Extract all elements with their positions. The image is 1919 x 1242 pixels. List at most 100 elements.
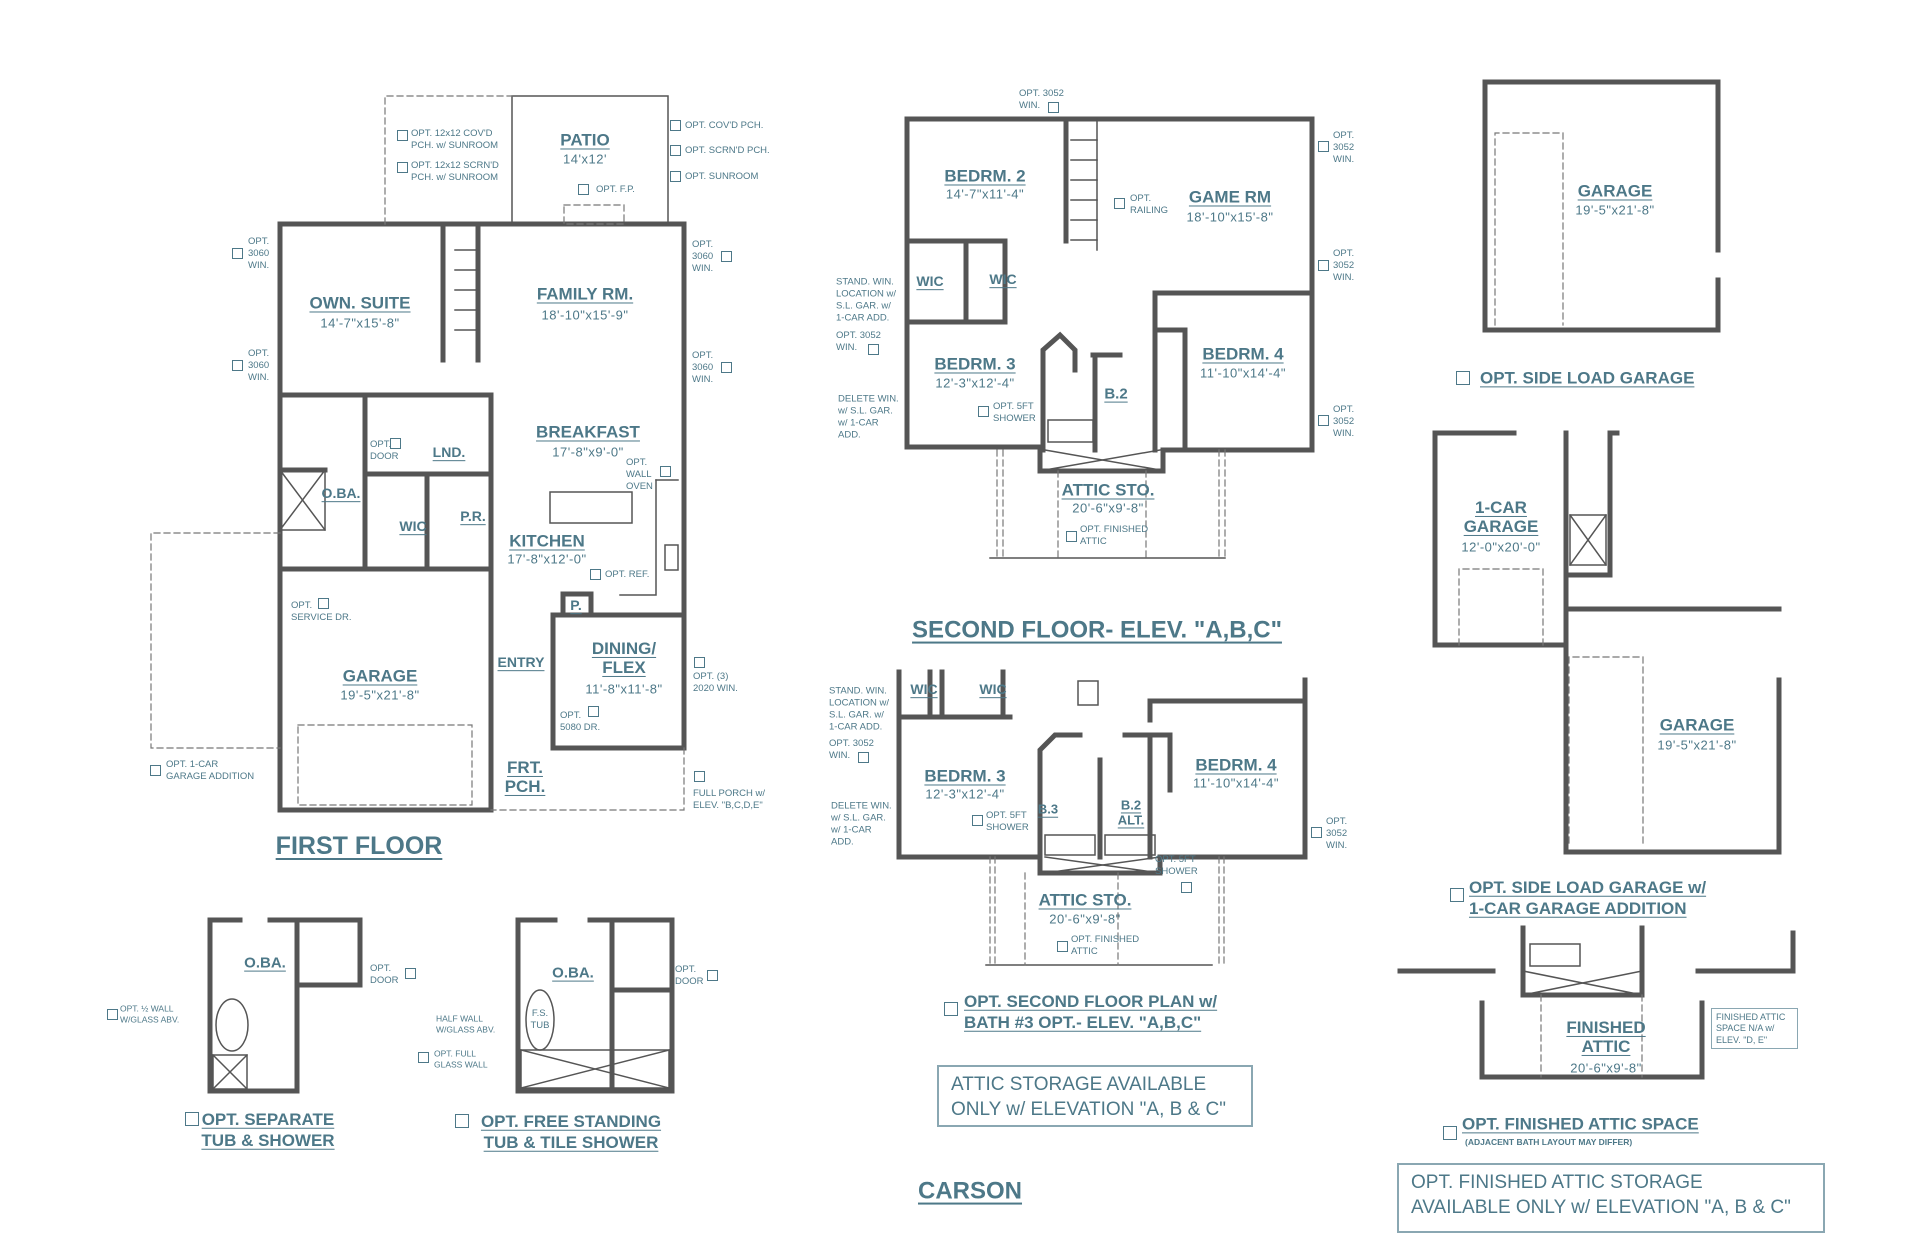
slg-option-checkbox[interactable] <box>1456 371 1470 385</box>
opt-door-checkbox[interactable] <box>390 438 401 449</box>
b3-opt-finished-attic-label: OPT. FINISHED ATTIC <box>1071 934 1140 957</box>
sf-opt-finished-attic-label: OPT. FINISHED ATTIC <box>1080 524 1149 547</box>
bf-half-wall-label: HALF WALL W/GLASS ABV. <box>436 1013 496 1034</box>
opt-cov-pch-checkbox[interactable] <box>670 120 681 131</box>
attic-storage-note: ATTIC STORAGE AVAILABLE ONLY w/ ELEVATIO… <box>937 1065 1253 1127</box>
b3-opt-win-left-checkbox[interactable] <box>858 752 869 763</box>
b3-bath3-name: B.3 <box>1037 801 1059 817</box>
bf-option-checkbox[interactable] <box>455 1114 469 1128</box>
room-own-suite-dims: 14'-7"x15'-8" <box>320 315 400 331</box>
opt-win-right-1-label: OPT. 3060 WIN. <box>692 239 714 274</box>
second-floor-walls <box>904 116 1315 474</box>
sf-opt-win-right-2-checkbox[interactable] <box>1318 260 1329 271</box>
room-breakfast-name: BREAKFAST <box>536 422 640 442</box>
opt-full-porch-checkbox[interactable] <box>694 771 705 782</box>
b3-plan-option-checkbox[interactable] <box>944 1002 958 1016</box>
opt-cov-pch-sunroom-label: OPT. 12x12 COV'D PCH. w/ SUNROOM <box>411 128 499 151</box>
fa-na-note: FINISHED ATTIC SPACE N/A w/ ELEV. "D, E" <box>1711 1008 1798 1049</box>
sf-opt-win-right-3-checkbox[interactable] <box>1318 415 1329 426</box>
opt-5080-dr-checkbox[interactable] <box>588 706 599 717</box>
opt-wall-oven-label: OPT. WALL OVEN <box>626 457 653 492</box>
room-pantry-name: P. <box>570 597 582 614</box>
room-kitchen-dims: 17'-8"x12'-0" <box>507 551 587 567</box>
opt-win-right-2-label: OPT. 3060 WIN. <box>692 350 714 385</box>
opt-garage-addition-checkbox[interactable] <box>150 765 161 776</box>
bf-door-checkbox[interactable] <box>707 970 718 981</box>
sf-opt-shower-checkbox[interactable] <box>978 406 989 417</box>
bf-full-glass-checkbox[interactable] <box>418 1052 429 1063</box>
opt-5080-dr-label: OPT. 5080 DR. <box>560 710 601 733</box>
bf-tub-label: F.S. TUB <box>530 1008 550 1031</box>
opt-door-label: OPT. DOOR <box>370 439 399 462</box>
first-floor-title: FIRST FLOOR <box>275 832 443 860</box>
opt-wall-oven-checkbox[interactable] <box>660 466 671 477</box>
sf-bedrm4-name: BEDRM. 4 <box>1202 344 1284 364</box>
sf-opt-win-right-2-label: OPT. 3052 WIN. <box>1333 248 1355 283</box>
opt-sunroom-checkbox[interactable] <box>670 171 681 182</box>
opt-2020-win-checkbox[interactable] <box>694 657 705 668</box>
slg-garage-dims: 19'-5"x21'-8" <box>1575 202 1655 218</box>
bf-title: OPT. FREE STANDING TUB & TILE SHOWER <box>480 1111 662 1152</box>
b3-opt-win-right-checkbox[interactable] <box>1311 827 1322 838</box>
opt-win-left-1-label: OPT. 3060 WIN. <box>248 236 270 271</box>
side-load-1car-walls <box>1432 430 1782 855</box>
plan-name-title: CARSON <box>917 1177 1023 1205</box>
sf-bedrm4-dims: 11'-10"x14'-4" <box>1200 365 1286 381</box>
opt-cov-pch-label: OPT. COV'D PCH. <box>685 120 764 132</box>
room-porch-name: FRT. PCH. <box>504 757 546 796</box>
b3-opt-shower-right-checkbox[interactable] <box>1181 882 1192 893</box>
sf-stand-win-label: STAND. WIN. LOCATION w/ S.L. GAR. w/ 1-C… <box>836 276 896 323</box>
bs-option-checkbox[interactable] <box>185 1112 199 1126</box>
bath-option-walls <box>207 917 675 1094</box>
b3-opt-win-right-label: OPT. 3052 WIN. <box>1326 816 1348 851</box>
sl1-option-checkbox[interactable] <box>1450 888 1464 902</box>
room-laundry-name: LND. <box>432 444 466 461</box>
bf-room-name: O.BA. <box>552 964 594 982</box>
b3-wic2-name: WIC <box>979 681 1007 698</box>
bs-half-wall-checkbox[interactable] <box>107 1009 118 1020</box>
opt-win-right-2-checkbox[interactable] <box>721 362 732 373</box>
side-load-garage-walls <box>1482 79 1721 333</box>
sf-game-dims: 18'-10"x15'-8" <box>1186 209 1274 225</box>
fa-option-checkbox[interactable] <box>1443 1126 1457 1140</box>
opt-win-left-2-checkbox[interactable] <box>232 360 243 371</box>
b3-opt-shower-left-checkbox[interactable] <box>972 815 983 826</box>
sf-opt-win-top-label: OPT. 3052 WIN. <box>1019 88 1064 111</box>
room-own-suite-name: OWN. SUITE <box>309 293 411 313</box>
fa-room-name: FINISHED ATTIC <box>1566 1017 1646 1056</box>
opt-garage-addition-label: OPT. 1-CAR GARAGE ADDITION <box>166 759 255 782</box>
sf-opt-railing-checkbox[interactable] <box>1114 198 1125 209</box>
sf-wic2-name: WIC <box>989 271 1017 288</box>
sl1-title: OPT. SIDE LOAD GARAGE w/ 1-CAR GARAGE AD… <box>1469 877 1707 918</box>
sf-opt-win-top-checkbox[interactable] <box>1048 102 1059 113</box>
room-patio-name: PATIO <box>560 130 610 150</box>
opt-win-left-1-checkbox[interactable] <box>232 248 243 259</box>
room-family-dims: 18'-10"x15'-9" <box>541 307 629 323</box>
room-oba-name: O.BA. <box>321 485 361 502</box>
opt-win-left-2-label: OPT. 3060 WIN. <box>248 348 270 383</box>
bs-half-wall-label: OPT. ½ WALL W/GLASS ABV. <box>120 1003 180 1024</box>
sf-bedrm3-dims: 12'-3"x12'-4" <box>935 375 1015 391</box>
opt-ref-checkbox[interactable] <box>590 569 601 580</box>
opt-fireplace-label: OPT. F.P. <box>596 184 635 196</box>
b3-opt-win-left-label: OPT. 3052 WIN. <box>829 738 874 761</box>
room-powder-name: P.R. <box>460 508 486 525</box>
sf-bedrm2-dims: 14'-7"x11'-4" <box>945 186 1025 202</box>
opt-scrn-pch-checkbox[interactable] <box>670 145 681 156</box>
room-garage-dims: 19'-5"x21'-8" <box>340 687 420 703</box>
opt-scrn-pch-sunroom-checkbox[interactable] <box>397 162 408 173</box>
sf-opt-win-left-checkbox[interactable] <box>868 344 879 355</box>
sf-opt-win-right-1-checkbox[interactable] <box>1318 141 1329 152</box>
opt-service-dr-checkbox[interactable] <box>318 598 329 609</box>
opt-win-right-1-checkbox[interactable] <box>721 251 732 262</box>
bs-door-checkbox[interactable] <box>405 968 416 979</box>
opt-fireplace-checkbox[interactable] <box>578 184 589 195</box>
b3-opt-finished-attic-checkbox[interactable] <box>1057 941 1068 952</box>
sf-opt-finished-attic-checkbox[interactable] <box>1066 531 1077 542</box>
room-garage-name: GARAGE <box>342 666 418 686</box>
sf-game-name: GAME RM <box>1188 187 1272 207</box>
opt-cov-pch-sunroom-checkbox[interactable] <box>397 130 408 141</box>
slg-title: OPT. SIDE LOAD GARAGE <box>1480 368 1695 388</box>
